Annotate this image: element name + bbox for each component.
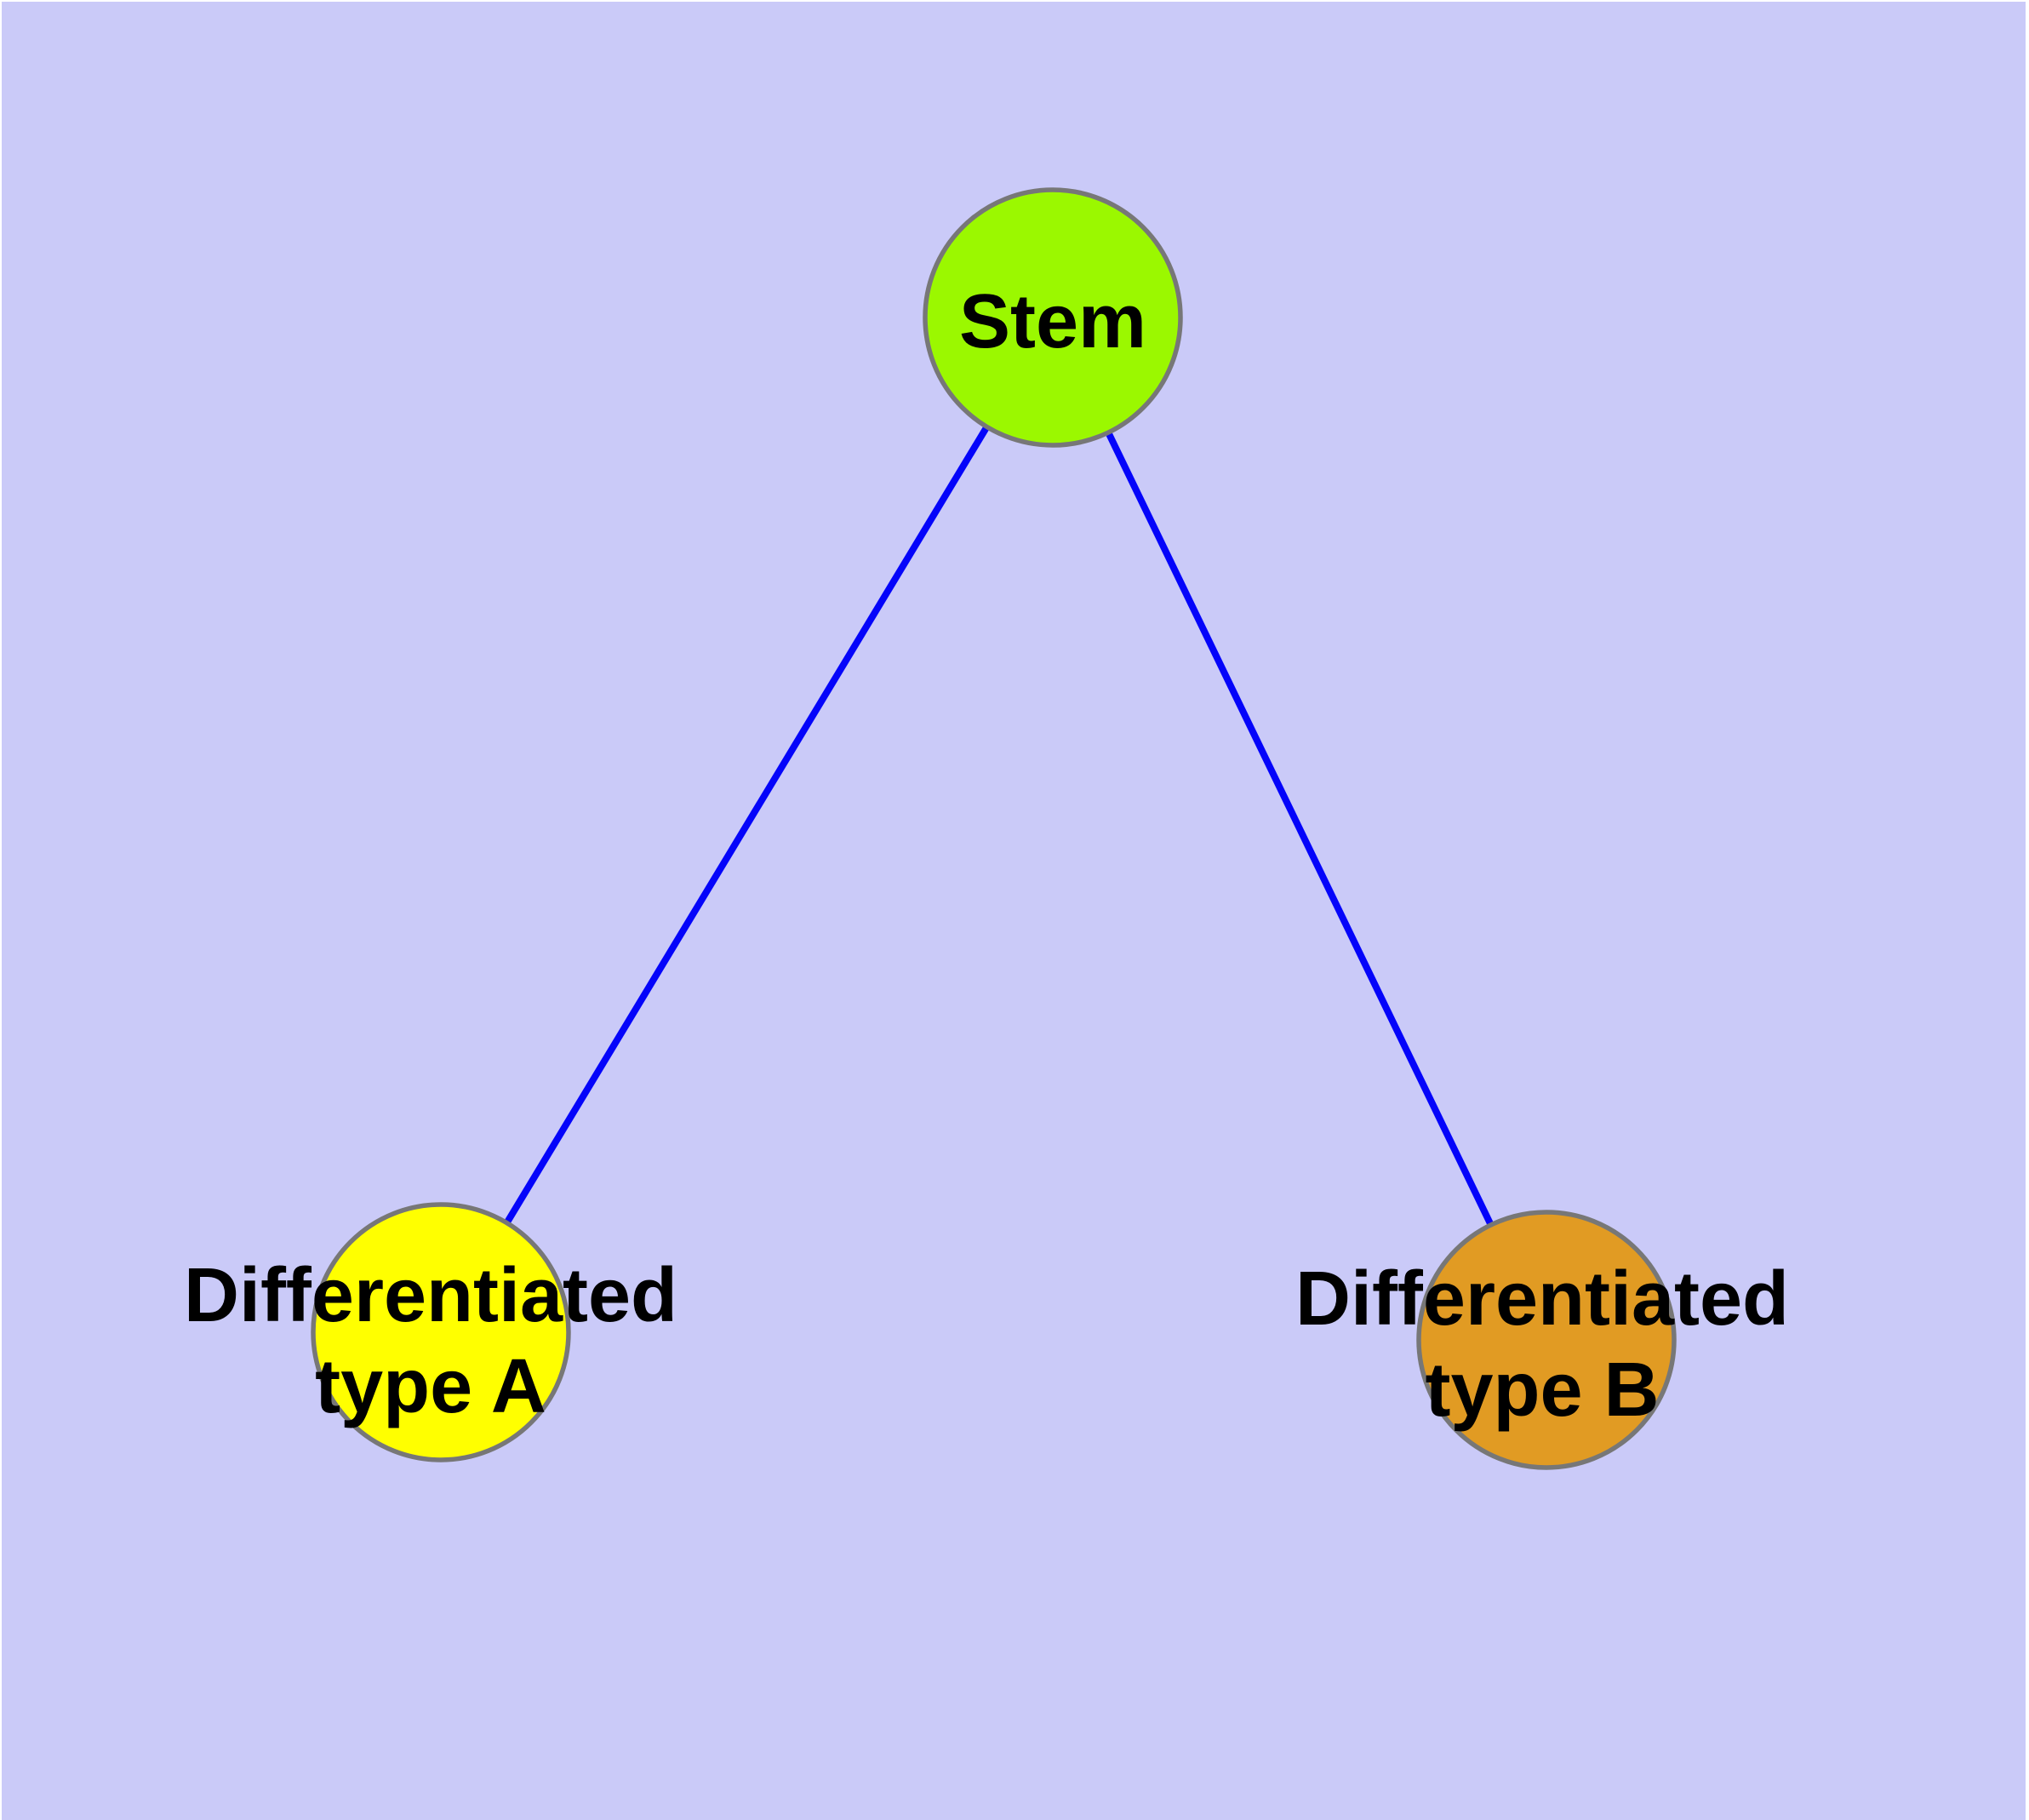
node-stem-circle xyxy=(923,187,1183,448)
node-stem-label: Stem xyxy=(959,279,1146,364)
edge-stem-to-type-a xyxy=(437,315,1056,1335)
node-differentiated-type-a: Differentiated type A xyxy=(184,1202,677,1462)
node-type-a-label-line2: type A xyxy=(315,1344,546,1429)
node-type-a-label-line1: Differentiated xyxy=(184,1253,677,1338)
node-type-b-circle xyxy=(1416,1210,1677,1470)
node-type-b-label-line2: type B xyxy=(1425,1348,1659,1433)
node-stem: Stem xyxy=(923,187,1183,448)
edge-stem-to-type-b xyxy=(1049,316,1550,1342)
node-type-b-label-line1: Differentiated xyxy=(1295,1256,1789,1342)
node-type-a-circle xyxy=(311,1202,571,1462)
node-differentiated-type-b: Differentiated type B xyxy=(1295,1210,1789,1470)
